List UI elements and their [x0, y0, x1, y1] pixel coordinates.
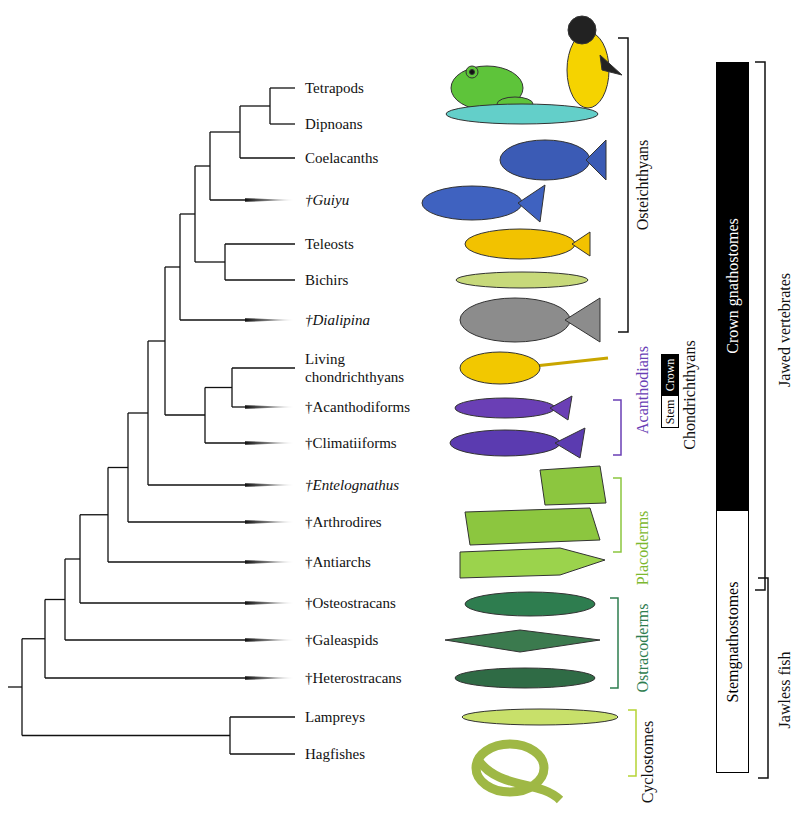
group-label: Acanthodians [634, 346, 652, 434]
taxon-label: Living chondrichthyans [305, 350, 423, 386]
clade-box: Stem [661, 395, 679, 428]
taxon-label: Bichirs [305, 271, 348, 289]
group-label: Ostracoderms [634, 604, 652, 693]
tree-branch [195, 261, 225, 262]
tree-branch [195, 165, 210, 166]
fossil-tip [245, 198, 295, 202]
tree-branch [65, 639, 245, 640]
clade-name: Stemgnathostomes [724, 581, 742, 702]
tree-branch [165, 266, 180, 267]
fossil-tip [245, 405, 295, 409]
tree-branch [205, 387, 232, 388]
taxon-label: Dipnoans [305, 115, 363, 133]
clade-box: Crown [661, 354, 679, 395]
tree-branch [65, 558, 80, 559]
tree-branch [22, 638, 45, 639]
taxon-label: †Climatiiforms [305, 434, 397, 452]
group-label: Cyclostomes [639, 721, 657, 804]
tree-branch [128, 412, 148, 413]
fossil-tip [245, 441, 295, 445]
tree-branch [45, 599, 65, 600]
fossil-tip [245, 560, 295, 564]
fossil-tip [245, 483, 295, 487]
clade-name: Crown gnathostomes [724, 218, 742, 354]
taxon-label: †Galeaspids [305, 631, 378, 649]
fossil-tip [245, 638, 295, 642]
tree-branch [108, 561, 245, 562]
taxon-label: Tetrapods [305, 79, 364, 97]
tree-branch [210, 199, 245, 200]
tree-branch [80, 514, 108, 515]
tree-branch [8, 686, 22, 687]
taxon-label: †Acanthodiforms [305, 398, 410, 416]
taxon-label: †Entelognathus [305, 476, 399, 494]
group-label: Jawless fish [776, 652, 794, 729]
taxon-label: †Dialipina [305, 311, 370, 329]
tree-branch [165, 414, 205, 415]
tree-branch [128, 521, 245, 522]
tree-branch [232, 406, 245, 407]
taxon-label: †Arthrodires [305, 513, 382, 531]
tree-branch [270, 87, 295, 88]
fossil-tip [245, 318, 295, 322]
fossil-tip [245, 676, 295, 680]
taxon-label: †Guiyu [305, 191, 349, 209]
tree-branch [108, 467, 128, 468]
taxon-label: Lampreys [305, 708, 365, 726]
taxon-label: Hagfishes [305, 745, 365, 763]
taxon-label: †Heterostracans [305, 669, 402, 687]
tree-branch [148, 340, 165, 341]
tree-branch [270, 123, 295, 124]
tree-branch [22, 735, 230, 736]
group-label: Osteichthyans [634, 140, 652, 231]
tree-branch [180, 319, 245, 320]
tree-branch [225, 243, 295, 244]
tree-branch [180, 213, 195, 214]
tree-branch [230, 716, 295, 717]
clade-name: Stem [663, 399, 677, 424]
tree-branch [148, 484, 245, 485]
tree-branch [80, 602, 245, 603]
tree-branch [45, 677, 245, 678]
taxon-label: †Antiarchs [305, 553, 371, 571]
group-label: Jawed vertebrates [776, 273, 794, 387]
tree-branch [225, 279, 295, 280]
tree-branch [240, 157, 295, 158]
clade-bar: Stemgnathostomes [716, 510, 749, 773]
tree-branch [210, 131, 240, 132]
taxon-label: †Osteostracans [305, 594, 396, 612]
fossil-tip [245, 520, 295, 524]
fossil-tip [245, 601, 295, 605]
tree-branch [205, 442, 245, 443]
tree-branch [232, 367, 295, 368]
taxon-label: Coelacanths [305, 149, 378, 167]
taxon-label: Teleosts [305, 235, 354, 253]
clade-bar: Crown gnathostomes [716, 62, 749, 510]
clade-name: Crown [663, 358, 677, 391]
tree-branch [230, 753, 295, 754]
group-label: Chondrichthyans [681, 340, 699, 449]
group-label: Placoderms [634, 511, 652, 586]
tree-branch [240, 105, 270, 106]
